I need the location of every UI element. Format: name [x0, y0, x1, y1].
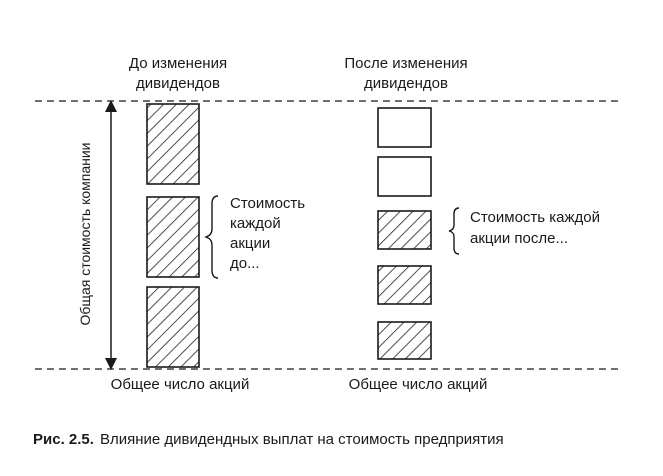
before-heading-line-1: До изменения	[129, 55, 227, 72]
figure-caption: Рис. 2.5. Влияние дивидендных выплат на с…	[33, 431, 504, 448]
before-bottom-label: Общее число акций	[111, 376, 250, 393]
before-annotation-line-3: акции	[230, 235, 270, 252]
caption-text: Влияние дивидендных выплат на стоимость …	[100, 431, 504, 448]
before-share-block-3	[146, 286, 200, 368]
before-brace	[203, 195, 219, 279]
before-annotation-line-4: до...	[230, 255, 260, 272]
after-share-block-1	[377, 210, 432, 250]
after-heading-line-1: После изменения	[344, 55, 467, 72]
axis-label: Общая стоимость компании	[77, 143, 93, 326]
after-share-block-2	[377, 265, 432, 305]
after-plain-block-2	[377, 156, 432, 197]
after-annotation-line-2: акции после...	[470, 230, 568, 247]
after-share-block-3	[377, 321, 432, 360]
caption-prefix: Рис. 2.5.	[33, 431, 94, 448]
before-heading-line-2: дивидендов	[136, 75, 220, 92]
after-bottom-label: Общее число акций	[349, 376, 488, 393]
after-annotation-line-1: Стоимость каждой	[470, 209, 600, 226]
after-brace	[448, 207, 460, 255]
before-share-block-2	[146, 196, 200, 278]
before-share-block-1	[146, 103, 200, 185]
before-annotation-line-1: Стоимость	[230, 195, 305, 212]
after-plain-block-1	[377, 107, 432, 148]
after-heading-line-2: дивидендов	[364, 75, 448, 92]
before-annotation-line-2: каждой	[230, 215, 281, 232]
